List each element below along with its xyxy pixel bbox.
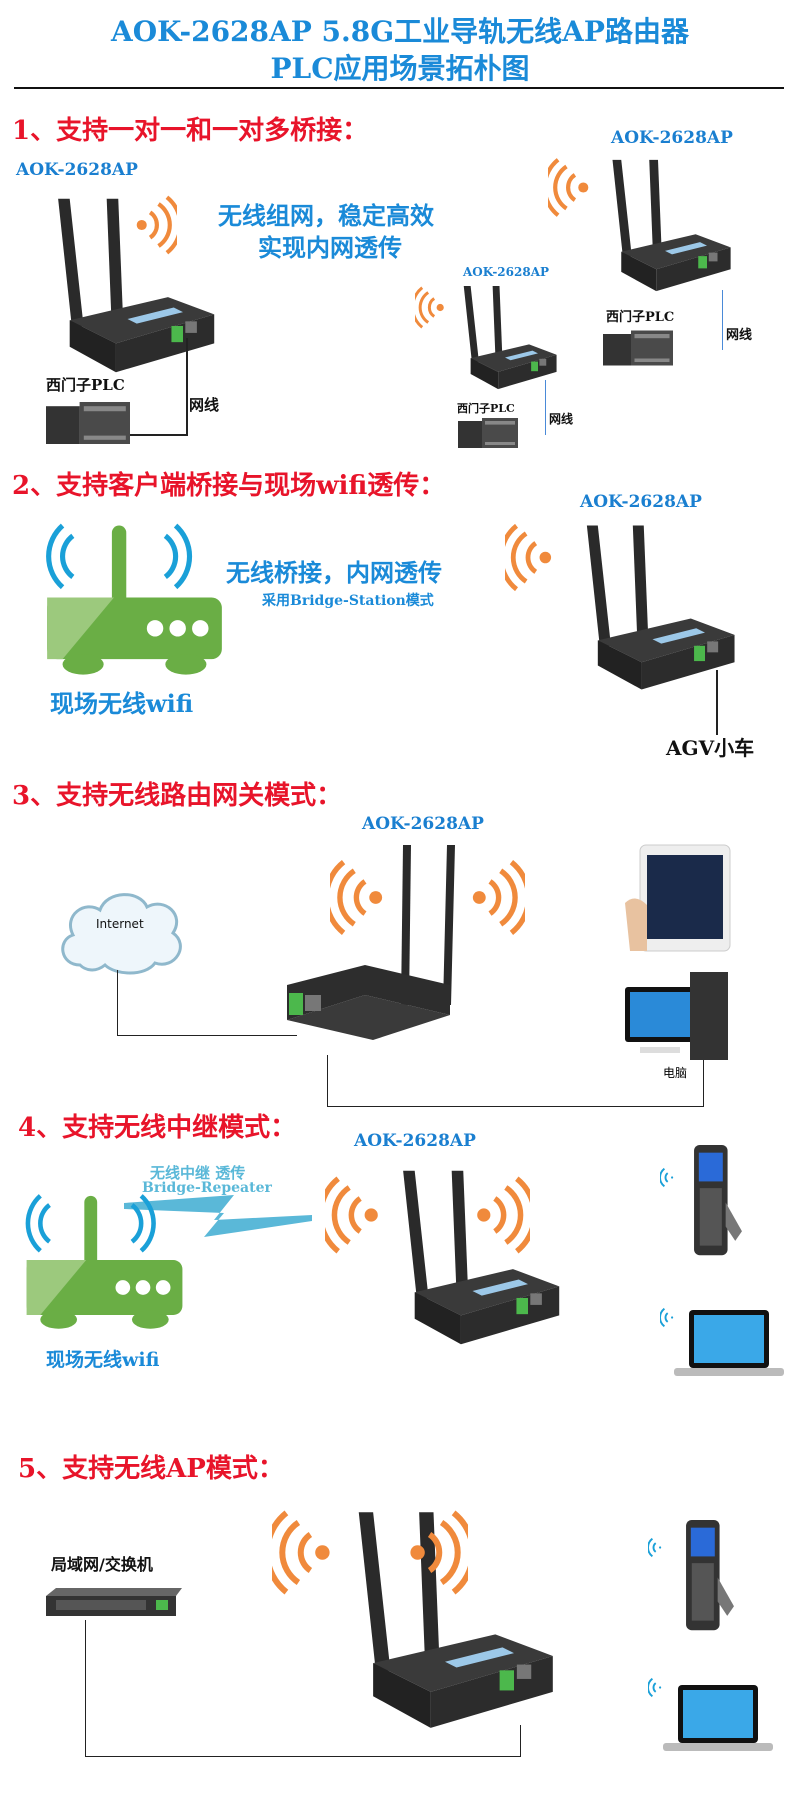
laptop-icon — [674, 1310, 784, 1376]
device-label: AOK-2628AP — [354, 1131, 476, 1151]
cable-label: 网线 — [726, 328, 753, 343]
desktop-pc-icon — [625, 972, 728, 1060]
internet-label: Internet — [96, 917, 144, 931]
network-switch-icon — [46, 1588, 182, 1616]
handheld-scanner-icon — [686, 1520, 734, 1631]
title-divider — [14, 87, 784, 89]
signal-icon — [135, 190, 177, 260]
cable-label: 网线 — [549, 412, 574, 426]
plc-label: 西门子PLC — [606, 310, 675, 325]
router-icon — [287, 845, 455, 1040]
plc-icon — [603, 330, 673, 366]
wifi-icon — [648, 1537, 663, 1558]
section3-heading: 3、支持无线路由网关模式： — [12, 781, 343, 811]
tablet-icon — [625, 844, 731, 952]
section1-heading: 1、支持一对一和一对多桥接： — [12, 116, 369, 146]
section2-subcaption: 采用Bridge-Station模式 — [262, 593, 434, 609]
wifi-icon — [660, 1167, 675, 1188]
wifi-router-icon — [42, 515, 227, 680]
repeater-label-line2: Bridge-Repeater — [142, 1180, 272, 1196]
title-line2: PLC应用场景拓朴图 — [270, 52, 530, 85]
repeater-label-line1: 无线中继 透传 — [150, 1164, 246, 1182]
pc-label: 电脑 — [663, 1066, 688, 1080]
router-icon — [463, 285, 557, 390]
section1-caption-line1: 无线组网，稳定高效 — [218, 201, 434, 230]
internet-cloud-icon — [61, 893, 182, 975]
device-label: AOK-2628AP — [362, 814, 484, 834]
onsite-wifi-label: 现场无线wifi — [46, 1349, 160, 1371]
signal-icon — [415, 286, 445, 329]
wireless-link-bolt-icon — [124, 1195, 312, 1237]
laptop-icon — [663, 1685, 773, 1751]
agv-label: AGV小车 — [666, 736, 755, 760]
signal-icon — [272, 1510, 332, 1595]
device-label: AOK-2628AP — [16, 160, 138, 180]
router-icon — [612, 159, 731, 292]
device-label: AOK-2628AP — [580, 492, 702, 512]
cable-label: 网线 — [189, 396, 220, 414]
plc-label: 西门子PLC — [46, 376, 125, 394]
handheld-scanner-icon — [694, 1145, 742, 1256]
plc-icon — [46, 402, 130, 444]
plc-label: 西门子PLC — [457, 402, 515, 415]
section2-caption: 无线桥接，内网透传 — [226, 558, 442, 587]
signal-icon — [330, 860, 385, 935]
router-icon — [403, 1170, 560, 1345]
signal-icon — [475, 1175, 530, 1255]
section1-caption-line2: 实现内网透传 — [258, 233, 402, 262]
switch-label: 局域网/交换机 — [51, 1555, 153, 1574]
section5-heading: 5、支持无线AP模式： — [18, 1454, 284, 1484]
signal-icon — [325, 1175, 380, 1255]
router-icon — [58, 198, 215, 373]
onsite-wifi-label: 现场无线wifi — [50, 689, 194, 718]
router-icon — [586, 525, 735, 690]
section2-heading: 2、支持客户端桥接与现场wifi透传： — [12, 471, 446, 501]
device-label: AOK-2628AP — [463, 265, 550, 279]
signal-icon — [505, 520, 553, 595]
section4-heading: 4、支持无线中继模式： — [18, 1113, 297, 1143]
plc-icon — [458, 418, 518, 448]
device-label: AOK-2628AP — [611, 128, 733, 148]
title-line1: AOK-2628AP 5.8G工业导轨无线AP路由器 — [111, 15, 689, 48]
wifi-router-icon — [22, 1185, 187, 1335]
signal-icon — [408, 1510, 468, 1595]
signal-icon — [548, 155, 590, 220]
signal-icon — [470, 860, 525, 935]
